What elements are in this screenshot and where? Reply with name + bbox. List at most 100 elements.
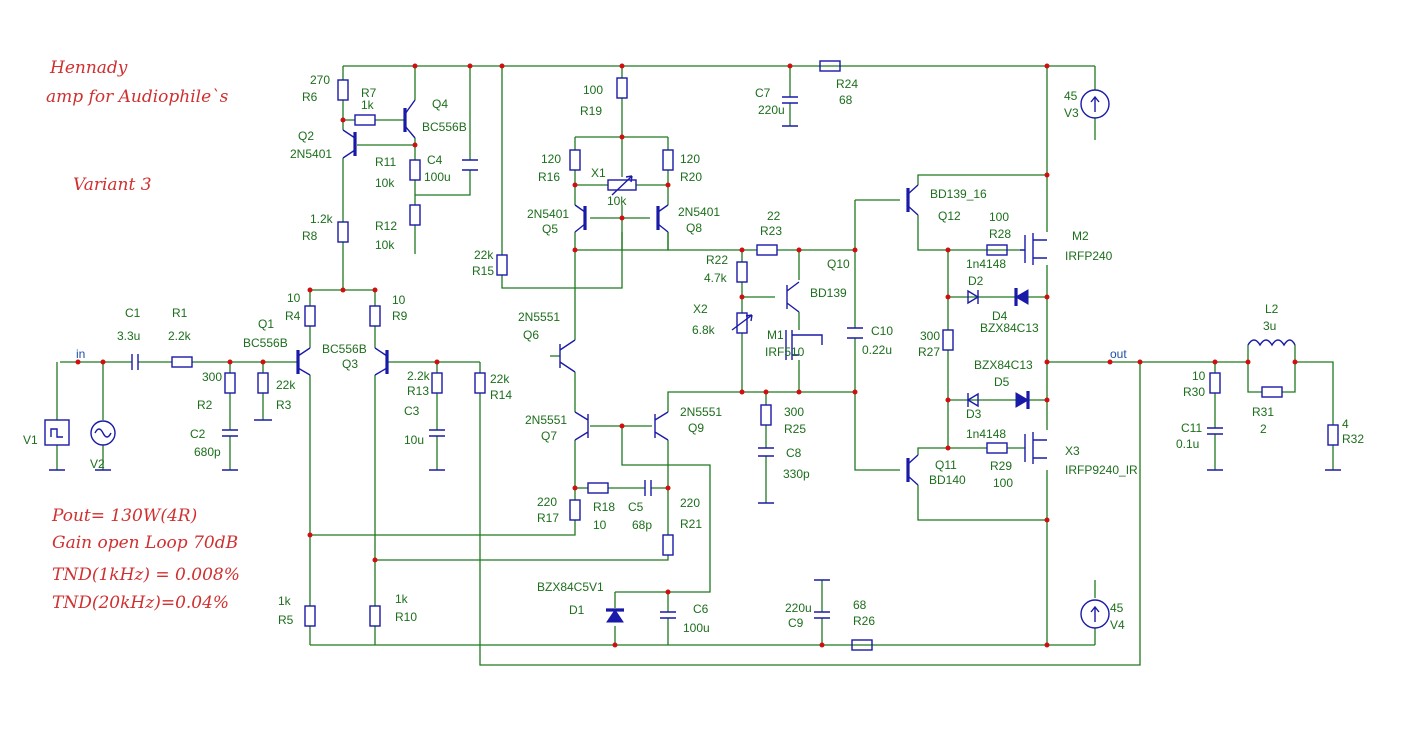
resistor-r31 <box>1261 386 1283 398</box>
label-r9v: 10 <box>392 293 406 307</box>
label-c10: C10 <box>871 324 893 338</box>
label-c8: C8 <box>786 446 802 460</box>
label-q12: Q12 <box>938 209 961 223</box>
resistor-r7 <box>354 114 376 126</box>
resistor-r18 <box>587 482 609 494</box>
label-c2v: 680p <box>194 445 221 459</box>
label-r9: R9 <box>392 309 408 323</box>
resistor-r15 <box>496 254 508 276</box>
label-r26: R26 <box>853 614 875 628</box>
transistor-q3 <box>374 347 389 376</box>
annotations: Hennady amp for Audiophile`s Variant 3 P… <box>46 58 240 613</box>
label-r19: R19 <box>580 104 602 118</box>
label-r5: R5 <box>278 613 294 627</box>
ground-symbols <box>49 125 1341 581</box>
label-r30v: 10 <box>1192 369 1206 383</box>
label-q11: Q11 <box>935 458 957 472</box>
label-d1t: BZX84C5V1 <box>537 580 604 594</box>
label-r4: R4 <box>285 309 301 323</box>
capacitor-c10 <box>847 327 863 339</box>
label-c6v: 100u <box>683 621 710 635</box>
capacitor-c6 <box>660 611 676 619</box>
label-r32: R32 <box>1342 432 1364 446</box>
label-d2: D2 <box>968 274 984 288</box>
label-v1: V1 <box>23 433 38 447</box>
label-r27v: 300 <box>920 329 940 343</box>
resistor-r30 <box>1209 372 1221 394</box>
label-r2: R2 <box>197 398 213 412</box>
label-q2: Q2 <box>298 129 314 143</box>
label-d3: D3 <box>966 407 982 421</box>
label-q4: Q4 <box>432 97 448 111</box>
resistor-r9 <box>369 305 381 327</box>
label-r10v: 1k <box>395 592 409 606</box>
resistor-r27 <box>942 329 954 351</box>
label-r31: R31 <box>1252 405 1274 419</box>
label-c6: C6 <box>693 602 709 616</box>
label-q7: Q7 <box>541 429 557 443</box>
diode-d2 <box>967 289 980 305</box>
resistor-r10 <box>369 605 381 627</box>
resistor-r4 <box>304 305 316 327</box>
label-q1: Q1 <box>258 317 274 331</box>
label-d5: D5 <box>994 375 1010 389</box>
label-r22v: 4.7k <box>704 271 728 285</box>
label-l2v: 3u <box>1263 319 1276 333</box>
label-r16v: 120 <box>541 152 561 166</box>
resistor-r28 <box>986 244 1008 256</box>
label-r10: R10 <box>395 610 417 624</box>
transistor-q1 <box>296 347 311 376</box>
mosfet-m1 <box>785 330 823 360</box>
label-r14: R14 <box>490 388 512 402</box>
label-r25v: 300 <box>784 405 804 419</box>
label-q11t: BD140 <box>929 473 966 487</box>
label-q8t: 2N5401 <box>678 205 720 219</box>
resistor-r11 <box>409 159 421 181</box>
resistor-r22 <box>736 261 748 283</box>
source-v3 <box>1080 89 1110 119</box>
label-r1v: 2.2k <box>168 329 192 343</box>
label-r17v: 220 <box>537 495 557 509</box>
label-r13: R13 <box>407 384 429 398</box>
x1-wiper-icon <box>611 175 633 196</box>
label-d2t: 1n4148 <box>966 257 1006 271</box>
source-v4 <box>1080 599 1110 629</box>
label-r24: R24 <box>836 77 858 91</box>
label-c1v: 3.3u <box>117 329 140 343</box>
resistor-r25 <box>760 404 772 426</box>
transistor-q4 <box>403 99 416 139</box>
label-c5v: 68p <box>632 518 652 532</box>
label-r15: R15 <box>472 264 494 278</box>
label-r29: R29 <box>990 459 1012 473</box>
junctions <box>75 63 1298 648</box>
potentiometer-arrows <box>611 175 753 331</box>
label-q6t: 2N5551 <box>518 310 560 324</box>
label-q1t: BC556B <box>243 336 288 350</box>
label-r22: R22 <box>706 253 728 267</box>
label-r27: R27 <box>918 345 940 359</box>
label-v3: V3 <box>1064 106 1079 120</box>
transistor-q10 <box>786 281 800 313</box>
label-q10: Q10 <box>827 257 850 271</box>
label-d4: D4 <box>992 309 1008 323</box>
label-m2t: IRFP240 <box>1065 249 1113 263</box>
label-q5t: 2N5401 <box>527 207 569 221</box>
label-d5t: BZX84C13 <box>974 358 1033 372</box>
label-q3t: BC556B <box>322 342 367 356</box>
label-r14v: 22k <box>490 372 510 386</box>
source-v1 <box>44 419 70 446</box>
label-r23v: 22 <box>767 209 781 223</box>
capacitor-c2 <box>222 429 238 437</box>
resistor-r23 <box>756 244 778 256</box>
label-r2v: 300 <box>202 370 222 384</box>
label-c9v: 220u <box>785 601 812 615</box>
diode-d5 <box>1015 391 1030 409</box>
node-out-label: out <box>1110 347 1127 361</box>
label-m1: M1 <box>767 328 784 342</box>
label-c8v: 330p <box>783 467 810 481</box>
resistor-r29 <box>986 442 1008 454</box>
label-r5v: 1k <box>278 594 292 608</box>
label-c11v: 0.1u <box>1176 437 1199 451</box>
transistor-q6 <box>559 339 576 373</box>
label-c4v: 100u <box>424 170 451 184</box>
